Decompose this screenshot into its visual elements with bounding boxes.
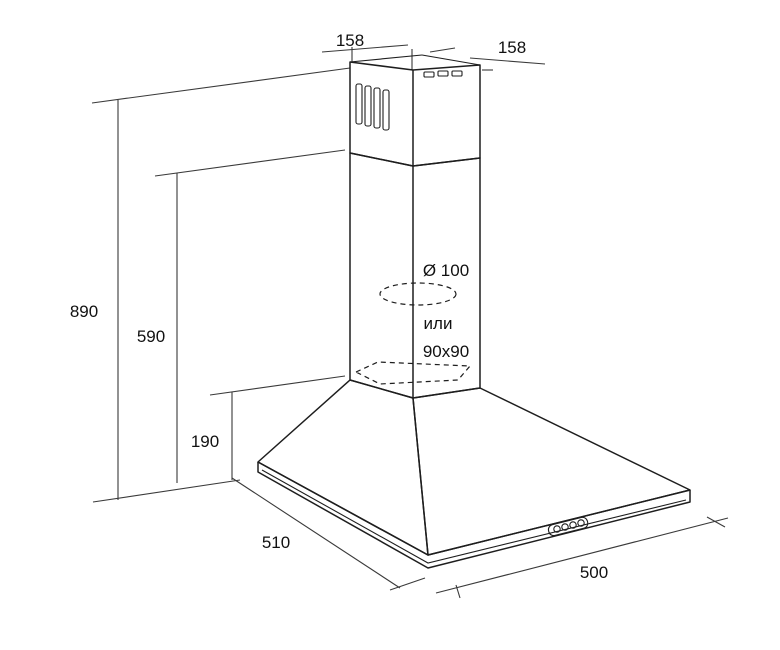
hood-width-label: 500 bbox=[580, 563, 608, 582]
dimension-labels: 158 158 890 590 190 510 500 Ø 100 или 90… bbox=[70, 31, 608, 582]
square-duct-label: 90x90 bbox=[423, 342, 469, 361]
duct-outlet bbox=[354, 282, 472, 385]
vent-slots-icon bbox=[355, 70, 463, 131]
round-duct-outline bbox=[379, 282, 457, 306]
square-duct-outline bbox=[354, 361, 472, 385]
hood-canopy bbox=[257, 379, 691, 569]
round-duct-label: Ø 100 bbox=[423, 261, 469, 280]
total-height-label: 890 bbox=[70, 302, 98, 321]
control-buttons-icon bbox=[547, 516, 589, 537]
dimension-lines bbox=[91, 44, 729, 599]
hood-height-label: 190 bbox=[191, 432, 219, 451]
hood-depth-label: 510 bbox=[262, 533, 290, 552]
chimney-depth-label: 158 bbox=[498, 38, 526, 57]
duct-or-label: или bbox=[424, 314, 453, 333]
chimney-width-label: 158 bbox=[336, 31, 364, 50]
mount-height-label: 590 bbox=[137, 327, 165, 346]
